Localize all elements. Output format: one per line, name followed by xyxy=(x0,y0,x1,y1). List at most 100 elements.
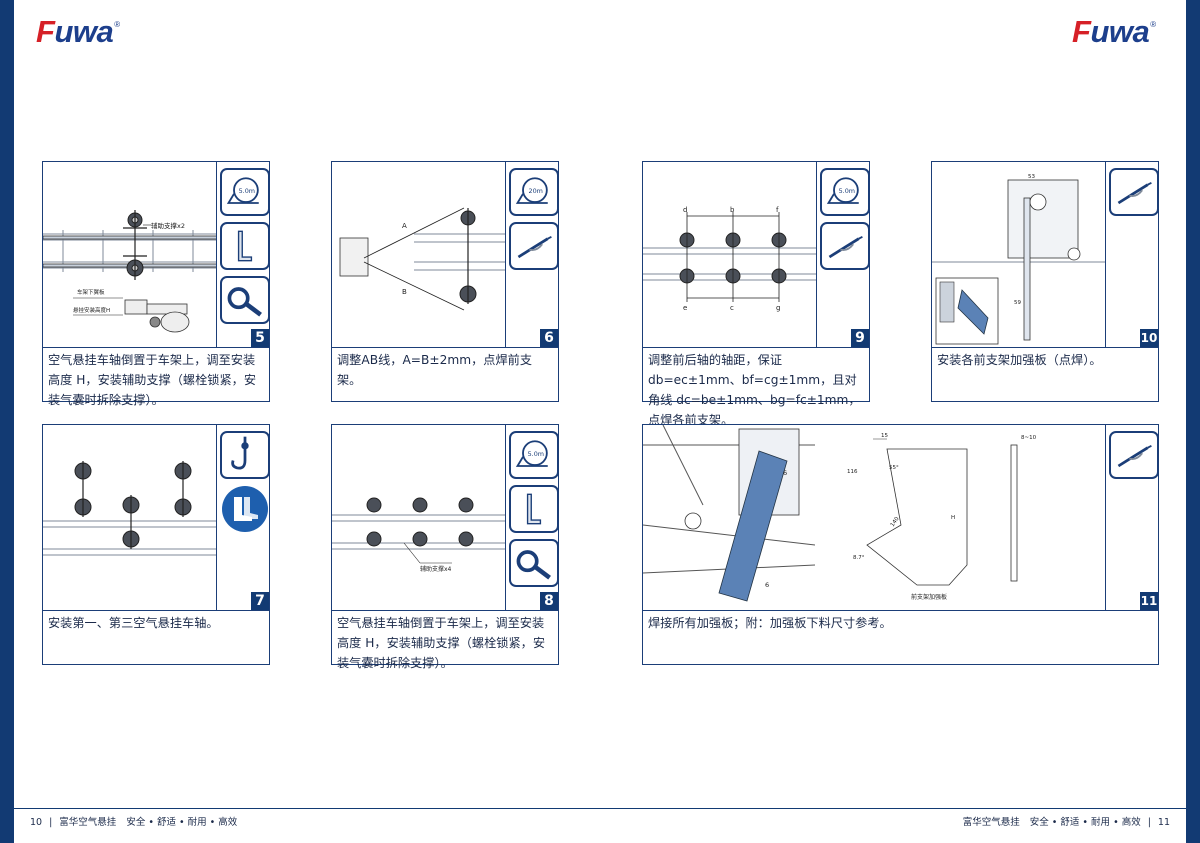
dimension-label: H xyxy=(951,515,955,521)
welding-torch-icon xyxy=(509,222,559,270)
page-number: 11 xyxy=(1157,817,1170,828)
dimension-label: 6 xyxy=(783,469,787,477)
footer-divider xyxy=(14,808,1186,809)
point-g-label: g xyxy=(776,304,780,312)
tape-measure-icon: 5.0m xyxy=(820,168,870,216)
svg-text:5.0m: 5.0m xyxy=(239,187,255,195)
brand-logo-right: Fuwa ® xyxy=(1072,14,1156,50)
ab-line-diagram: A B xyxy=(339,207,506,311)
footer-slogan: 安全 • 舒适 • 耐用 • 高效 xyxy=(1029,817,1141,828)
dimension-label: 8~10 xyxy=(1021,435,1037,441)
point-f-label: f xyxy=(776,206,779,214)
tool-icon-column xyxy=(1105,425,1159,611)
step-figure: 6 6 15 116 55° 140 8.7° H 8~10 前支架加强板 xyxy=(643,425,1158,611)
reinforcement-plate-install-diagram: 53 59 xyxy=(932,174,1106,345)
multi-axle-support-diagram: 辅助支撑x4 xyxy=(332,497,506,573)
step-card-8: 辅助支撑x4 5.0m 8 空气悬挂车轴倒置于车架上，调至安装高度 H，安装辅助… xyxy=(331,424,559,670)
right-edge-bar xyxy=(1186,0,1200,843)
reinforcement-plate-drawing: 15 116 55° 140 8.7° H 8~10 前支架加强板 xyxy=(847,433,1037,601)
weld-reinforcement-diagram: 6 6 xyxy=(643,425,815,602)
step-figure: 辅助支撑x4 xyxy=(332,425,558,611)
line-a-label: A xyxy=(402,222,407,230)
footer-left: 10 | 富华空气悬挂安全 • 舒适 • 耐用 • 高效 xyxy=(30,814,237,828)
page-number: 10 xyxy=(30,817,43,828)
step-card-10: 53 59 10 安装各前支架加强板（点焊）。 xyxy=(931,161,1159,402)
tool-icon-column xyxy=(1105,162,1159,348)
crane-hook-icon xyxy=(220,431,270,479)
safety-boots-icon xyxy=(220,485,270,533)
aux-support-label: 辅助支撑x2 xyxy=(151,221,185,230)
step-caption: 调整前后轴的轴距，保证 db=ec±1mm、bf=cg±1mm，且对角线 dc=… xyxy=(648,353,861,427)
aux-support-label: 辅助支撑x4 xyxy=(420,565,452,573)
registered-mark: ® xyxy=(1150,20,1157,29)
footer-brand: 富华空气悬挂 xyxy=(962,817,1020,828)
footer-separator: | xyxy=(49,817,53,828)
welding-torch-icon xyxy=(1109,168,1159,216)
dimension-label: 55° xyxy=(889,465,899,471)
footer-right: 富华空气悬挂安全 • 舒适 • 耐用 • 高效 | 11 xyxy=(963,814,1170,828)
dimension-label: 140 xyxy=(890,516,901,528)
step-figure: A B xyxy=(332,162,558,348)
svg-text:5.0m: 5.0m xyxy=(839,187,855,195)
step-number-badge: 6 xyxy=(540,329,558,347)
point-c-label: c xyxy=(730,304,734,312)
brand-logo-left: Fuwa ® xyxy=(36,14,120,50)
tool-icon-column xyxy=(216,425,270,611)
step-card-7: 7 安装第一、第三空气悬挂车轴。 xyxy=(42,424,270,665)
dimension-label: 6 xyxy=(765,581,769,589)
svg-text:5.0m: 5.0m xyxy=(528,450,544,458)
welding-torch-icon xyxy=(1109,431,1159,479)
step-caption: 焊接所有加强板；附：加强板下料尺寸参考。 xyxy=(648,616,892,630)
step-number-badge: 9 xyxy=(851,329,869,347)
dimension-label: 53 xyxy=(1028,174,1035,180)
footer-slogan: 安全 • 舒适 • 耐用 • 高效 xyxy=(126,817,238,828)
step-card-6: A B 20m 6 调整AB线，A=B±2mm，点焊前支架。 xyxy=(331,161,559,402)
chassis-axle-diagram: 辅助支撑x2 车架下翼板 悬挂安装高度H xyxy=(43,210,217,333)
step-number-badge: 8 xyxy=(540,592,558,610)
point-b-label: b xyxy=(730,206,735,214)
step-caption: 安装第一、第三空气悬挂车轴。 xyxy=(48,616,219,630)
tool-icon-column: 5.0m xyxy=(216,162,270,348)
step-caption: 调整AB线，A=B±2mm，点焊前支架。 xyxy=(337,353,533,387)
step-number-badge: 11 xyxy=(1140,592,1158,610)
step-caption: 空气悬挂车轴倒置于车架上，调至安装高度 H，安装辅助支撑（螺栓锁紧，安装气囊时拆… xyxy=(337,616,546,670)
point-e-label: e xyxy=(683,304,687,312)
line-b-label: B xyxy=(402,288,407,296)
tape-measure-icon: 5.0m xyxy=(509,431,559,479)
tool-icon-column: 20m xyxy=(505,162,559,348)
step-caption: 空气悬挂车轴倒置于车架上，调至安装高度 H，安装辅助支撑（螺栓锁紧，安装气囊时拆… xyxy=(48,353,257,407)
brand-wordmark: Fuwa xyxy=(36,14,114,49)
step-card-5: 辅助支撑x2 车架下翼板 悬挂安装高度H 5.0m 5 空气悬挂车轴倒置于车架上… xyxy=(42,161,270,407)
install-height-label: 悬挂安装高度H xyxy=(73,306,110,314)
frame-flange-label: 车架下翼板 xyxy=(77,288,105,296)
wheelbase-diagram: d b f e c g xyxy=(643,206,817,312)
point-d-label: d xyxy=(683,206,687,214)
box-wrench-icon xyxy=(509,539,559,587)
welding-torch-icon xyxy=(820,222,870,270)
tape-measure-icon: 20m xyxy=(509,168,559,216)
step-card-9: d b f e c g 5.0m 9 调整前后轴的轴距，保证 db=ec±1mm… xyxy=(642,161,870,427)
tool-icon-column: 5.0m xyxy=(816,162,870,348)
box-wrench-icon xyxy=(220,276,270,324)
dimension-label: 59 xyxy=(1014,300,1021,306)
footer-separator: | xyxy=(1147,817,1151,828)
dimension-label: 116 xyxy=(847,469,858,475)
svg-text:20m: 20m xyxy=(529,187,543,195)
step-number-badge: 10 xyxy=(1140,329,1158,347)
left-edge-bar xyxy=(0,0,14,843)
step-figure: 辅助支撑x2 车架下翼板 悬挂安装高度H xyxy=(43,162,269,348)
step-figure: 53 59 xyxy=(932,162,1158,348)
plate-title: 前支架加强板 xyxy=(911,593,947,601)
angle-bracket-icon xyxy=(509,485,559,533)
tape-measure-icon: 5.0m xyxy=(220,168,270,216)
axle-install-diagram xyxy=(43,461,217,556)
registered-mark: ® xyxy=(114,20,121,29)
dimension-label: 15 xyxy=(881,433,888,439)
step-figure: d b f e c g xyxy=(643,162,869,348)
footer-brand: 富华空气悬挂 xyxy=(59,817,117,828)
step-card-11: 6 6 15 116 55° 140 8.7° H 8~10 前支架加强板 11… xyxy=(642,424,1159,665)
brand-wordmark: Fuwa xyxy=(1072,14,1150,49)
step-number-badge: 5 xyxy=(251,329,269,347)
angle-bracket-icon xyxy=(220,222,270,270)
step-caption: 安装各前支架加强板（点焊）。 xyxy=(937,353,1102,367)
